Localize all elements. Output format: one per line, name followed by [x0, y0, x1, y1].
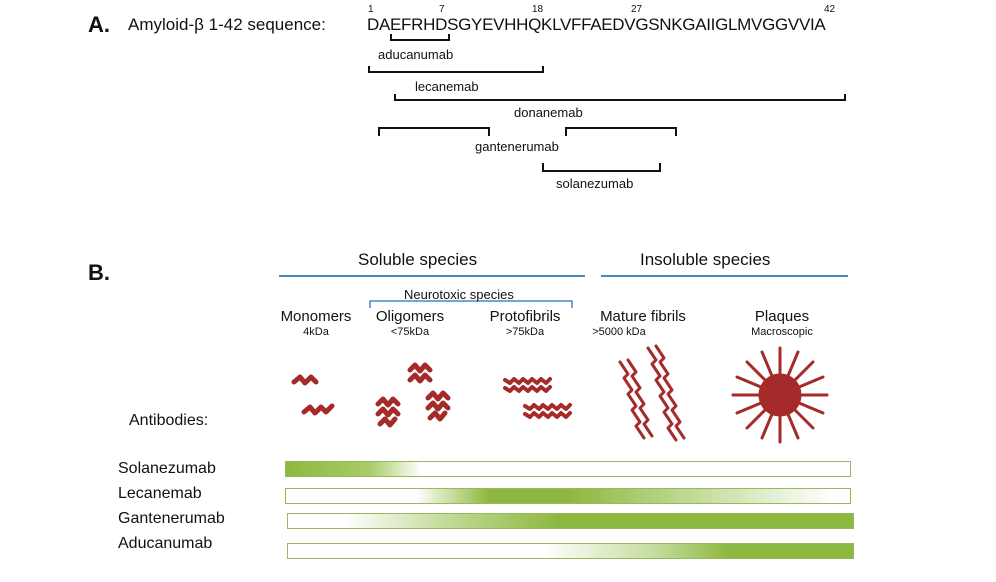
stage-monomers-size: 4kDa	[303, 326, 329, 338]
aggregate-illustrations	[291, 344, 829, 444]
residue-marker-42: 42	[824, 4, 836, 15]
antibodies-label: Antibodies:	[129, 412, 209, 429]
stage-protofibrils: Protofibrils	[489, 308, 561, 325]
row-solanezumab-bar	[285, 461, 851, 477]
neurotoxic-bracket	[369, 300, 573, 308]
stage-oligomers-size: <75kDa	[390, 326, 430, 338]
stage-plaques-size: Macroscopic	[751, 326, 813, 338]
lecanemab-label: lecanemab	[415, 79, 479, 94]
residue-marker-27: 27	[631, 4, 643, 15]
row-solanezumab-label: Solanezumab	[118, 460, 216, 477]
donanemab-label: donanemab	[514, 105, 583, 120]
residue-marker-7: 7	[439, 4, 445, 15]
insoluble-species-header: Insoluble species	[640, 250, 771, 269]
row-lecanemab-bar	[285, 488, 851, 504]
solanezumab-label: solanezumab	[556, 176, 634, 191]
oligomer-illustration	[375, 362, 451, 428]
sequence-title: Amyloid-β 1-42 sequence:	[128, 15, 326, 34]
protofibril-illustration	[503, 377, 572, 419]
amyloid-sequence: DAEFRHDSGYEVHHQKLVFFAEDVGSNKGAIIGLMVGGVV…	[367, 15, 826, 34]
row-lecanemab-label: Lecanemab	[118, 485, 202, 502]
row-gantenerumab-label: Gantenerumab	[118, 510, 225, 527]
stage-oligomers: Oligomers	[375, 308, 445, 325]
lecanemab-bracket	[368, 66, 544, 73]
aducanumab-bracket	[390, 34, 450, 41]
stage-protofibrils-size: >75kDa	[505, 326, 545, 338]
species-header-rules	[279, 275, 848, 308]
mature-fibril-illustration	[618, 344, 686, 442]
row-aducanumab-bar	[287, 543, 854, 559]
stage-plaques: Plaques	[754, 308, 810, 325]
epitope-brackets	[368, 34, 846, 172]
gantenerumab-label: gantenerumab	[475, 139, 559, 154]
monomer-illustration	[291, 374, 335, 416]
plaque-illustration	[731, 346, 829, 444]
aducanumab-label: aducanumab	[378, 47, 454, 62]
panel-a-label: A.	[88, 12, 110, 37]
donanemab-bracket	[394, 94, 846, 101]
gantenerumab-bracket-1	[378, 127, 490, 136]
residue-marker-18: 18	[532, 4, 544, 15]
stage-mature-fibrils-size: >5000 kDa	[592, 326, 646, 338]
solanezumab-bracket	[542, 163, 661, 172]
row-aducanumab-label: Aducanumab	[118, 535, 213, 552]
neurotoxic-species-header: Neurotoxic species	[404, 287, 514, 302]
stage-mature-fibrils: Mature fibrils	[600, 308, 686, 325]
soluble-species-header: Soluble species	[358, 250, 478, 269]
residue-marker-1: 1	[368, 4, 374, 15]
row-gantenerumab-bar	[287, 513, 854, 529]
stage-monomers: Monomers	[280, 308, 352, 325]
panel-b-label: B.	[88, 260, 110, 285]
gantenerumab-bracket-2	[565, 127, 677, 136]
